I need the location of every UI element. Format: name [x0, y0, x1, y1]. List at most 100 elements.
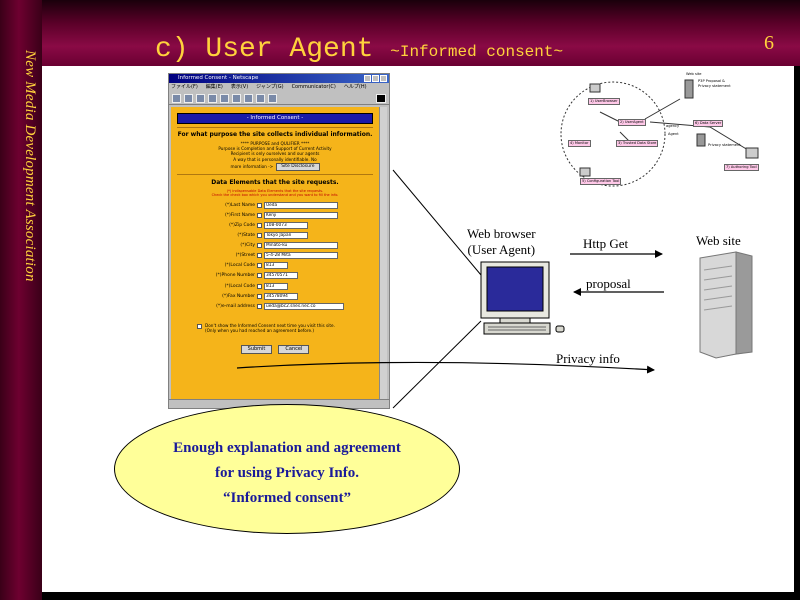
page-number: 6: [764, 32, 774, 54]
field-checkbox[interactable]: [257, 273, 262, 279]
computer-icon: [480, 261, 565, 335]
street-input[interactable]: 5-4-28 Mita: [264, 252, 338, 260]
window-controls: [364, 75, 387, 82]
field-label: (*)State: [237, 233, 255, 239]
dont-show-checkbox[interactable]: [197, 324, 202, 330]
data-elements-heading: Data Elements that the site requests.: [211, 178, 339, 186]
home-icon[interactable]: [208, 94, 217, 103]
form-header: - Informed Consent -: [177, 113, 373, 124]
menu-edit[interactable]: 編集(E): [205, 84, 223, 90]
maximize-icon[interactable]: [372, 75, 379, 82]
trusted-store-box: 3) Trusted Data Store: [616, 140, 659, 147]
phone-number-input[interactable]: 34570571: [264, 272, 298, 280]
city-input[interactable]: Minato-ku: [264, 242, 338, 250]
http-get-label: Http Get: [583, 236, 629, 251]
website-label: Web site: [686, 72, 702, 76]
state-input[interactable]: Tokyo Japan: [264, 232, 308, 240]
purpose-line: Recipient is only ourselves and our agen…: [230, 151, 320, 157]
mini-diagram-lines: [560, 79, 759, 187]
local-code-input[interactable]: 813: [264, 262, 288, 270]
top-band: [42, 0, 800, 66]
purpose-text: **** PURPOSE and QULIFIER **** Purpose i…: [171, 141, 379, 162]
informed-consent-callout: [114, 404, 460, 534]
menu-communicator[interactable]: Communicator(C): [291, 84, 336, 90]
privacy-info-label: Privacy info: [556, 351, 620, 366]
window-title: Informed Consent - Netscape: [178, 75, 259, 81]
dont-show-line: (Only when you had reached an agreement …: [205, 328, 315, 334]
dont-show-again-row: Don't show the Informed Consent next tim…: [197, 323, 379, 333]
informed-consent-page: - Informed Consent - For what purpose th…: [171, 107, 379, 399]
divider: [177, 127, 373, 128]
field-label: (*)City: [240, 243, 255, 249]
form-buttons: Submit Cancel: [171, 345, 379, 355]
cancel-button[interactable]: Cancel: [278, 345, 310, 355]
field-label: (*)First Name: [225, 212, 255, 218]
field-row: (*)Street 5-4-28 Mita: [171, 251, 379, 261]
field-label: (*)Local Code: [224, 283, 255, 289]
search-icon[interactable]: [220, 94, 229, 103]
zip-code-input[interactable]: 108-0073: [264, 221, 308, 229]
side-title: New Media Development Association: [22, 50, 38, 282]
data-server-box: 6) Data Server: [693, 120, 724, 127]
field-checkbox[interactable]: [257, 283, 262, 289]
field-row: (*)Fax Number 34578094: [171, 291, 379, 301]
privacy-statement-label: Privacy statement: [698, 84, 731, 88]
field-checkbox[interactable]: [257, 222, 262, 228]
slide-title-sub: ~Informed consent~: [390, 43, 564, 61]
email-input[interactable]: ueda@bc2.snes.nec.co: [264, 302, 344, 310]
field-checkbox[interactable]: [257, 202, 262, 208]
field-label: (*)e-mail address: [216, 303, 255, 309]
menu-view[interactable]: 表示(V): [230, 84, 249, 90]
purpose-heading: For what purpose the site collects indiv…: [177, 131, 373, 138]
print-icon[interactable]: [244, 94, 253, 103]
fax-number-input[interactable]: 34578094: [264, 292, 298, 300]
field-row: (*)e-mail address ueda@bc2.snes.nec.co: [171, 301, 379, 311]
note-line: Check the check box which you understand…: [211, 193, 339, 198]
menu-go[interactable]: ジャンプ(G): [256, 84, 284, 90]
field-checkbox[interactable]: [257, 233, 262, 239]
close-icon[interactable]: [380, 75, 387, 82]
callout-line: Enough explanation and agreement: [173, 440, 401, 456]
field-label: (*)Fax Number: [222, 293, 255, 299]
web-browser-label: Web browser (User Agent): [467, 226, 536, 258]
field-row: (*)First Name Kenji: [171, 210, 379, 220]
vertical-scrollbar[interactable]: [379, 107, 387, 399]
last-name-input[interactable]: Ueda: [264, 201, 338, 209]
stop-icon[interactable]: [268, 94, 277, 103]
fax-local-code-input[interactable]: 813: [264, 282, 288, 290]
minimize-icon[interactable]: [364, 75, 371, 82]
security-icon[interactable]: [256, 94, 265, 103]
monitor-box: 4) Monitor: [568, 140, 591, 147]
divider: [177, 173, 373, 175]
guide-icon[interactable]: [232, 94, 241, 103]
agency-label: agency: [666, 124, 680, 128]
menu-file[interactable]: ファイル(F): [171, 84, 198, 90]
first-name-input[interactable]: Kenji: [264, 211, 338, 219]
field-row: (*)City Minato-ku: [171, 241, 379, 251]
field-checkbox[interactable]: [257, 253, 262, 259]
field-checkbox[interactable]: [257, 212, 262, 218]
menu-bar: ファイル(F) 編集(E) 表示(V) ジャンプ(G) Communicator…: [169, 83, 389, 92]
proposal-label: proposal: [586, 276, 631, 291]
note-line: (*) indispensable Data Elements that the…: [226, 188, 324, 193]
submit-button[interactable]: Submit: [240, 345, 273, 355]
field-checkbox[interactable]: [257, 293, 262, 299]
field-row: (*)State Tokyo Japan: [171, 231, 379, 241]
user-agent-box: 2) UserAgent: [618, 119, 646, 126]
user-agent-line: (User Agent): [467, 242, 536, 257]
menu-help[interactable]: ヘルプ(H): [343, 84, 367, 90]
reload-icon[interactable]: [196, 94, 205, 103]
forward-icon[interactable]: [184, 94, 193, 103]
dont-show-text: Don't show the Informed Consent next tim…: [205, 323, 335, 333]
privacy-statement-label-2: Privacy statement: [708, 143, 741, 147]
site-disclosure-button[interactable]: Site Disclosure: [276, 162, 320, 171]
configuration-tool-box: 5) Configuration Tool: [580, 178, 622, 185]
authoring-tool-box: 7) Authoring Tool: [724, 164, 759, 171]
field-label: (*)Last Name: [225, 202, 255, 208]
field-checkbox[interactable]: [257, 243, 262, 249]
field-checkbox[interactable]: [257, 263, 262, 269]
field-label: (*)Zip Code: [229, 222, 255, 228]
back-icon[interactable]: [172, 94, 181, 103]
field-checkbox[interactable]: [257, 303, 262, 309]
field-row: (*)Zip Code 108-0073: [171, 220, 379, 230]
